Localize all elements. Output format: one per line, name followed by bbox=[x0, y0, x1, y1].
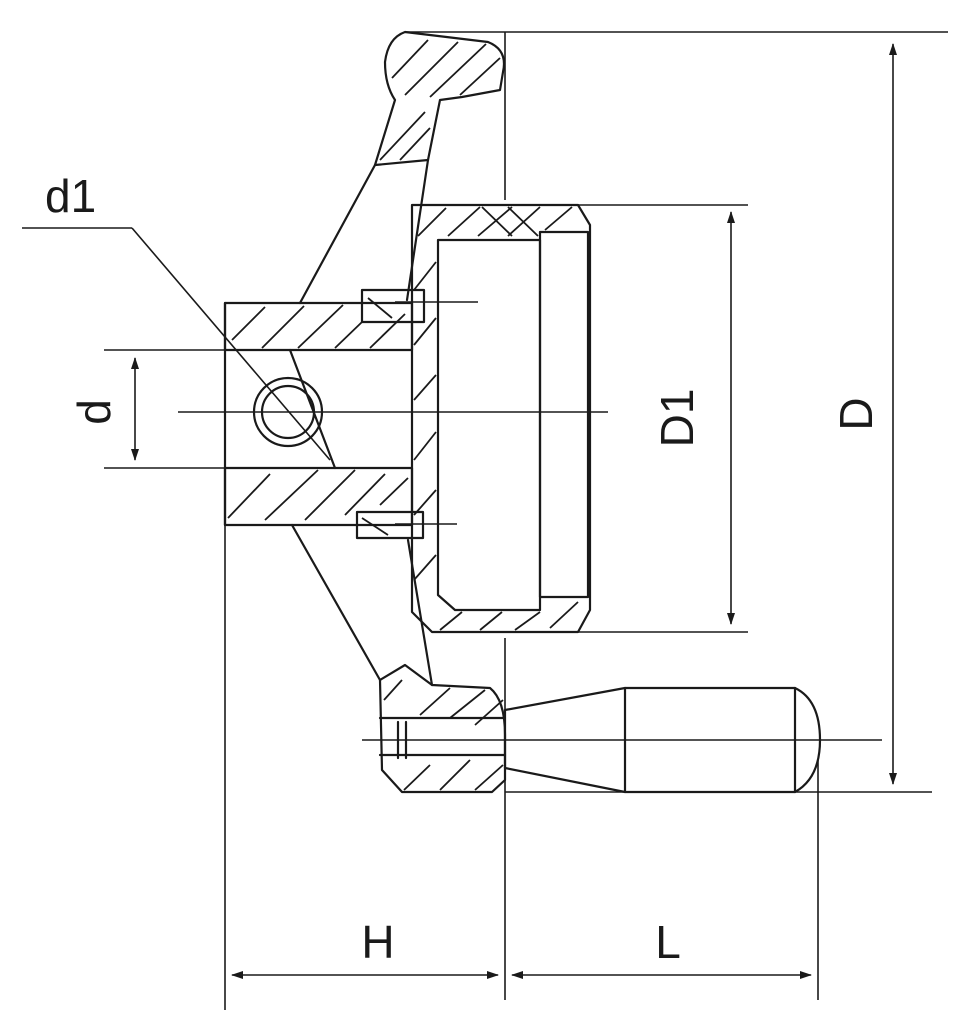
label-d: d bbox=[68, 399, 120, 425]
label-L: L bbox=[655, 916, 681, 968]
reference-lines bbox=[104, 31, 948, 1010]
rim-bottom-section bbox=[378, 663, 507, 794]
revolving-handle bbox=[362, 686, 882, 794]
cup-body-section bbox=[410, 203, 592, 634]
set-screw-upper bbox=[360, 288, 478, 324]
set-screw-lower bbox=[355, 510, 457, 540]
label-H: H bbox=[361, 916, 394, 968]
rim-top-section bbox=[373, 30, 506, 167]
label-D1: D1 bbox=[651, 389, 703, 448]
label-d1: d1 bbox=[45, 170, 96, 222]
label-D: D bbox=[830, 397, 882, 430]
spoke-upper bbox=[298, 158, 430, 305]
